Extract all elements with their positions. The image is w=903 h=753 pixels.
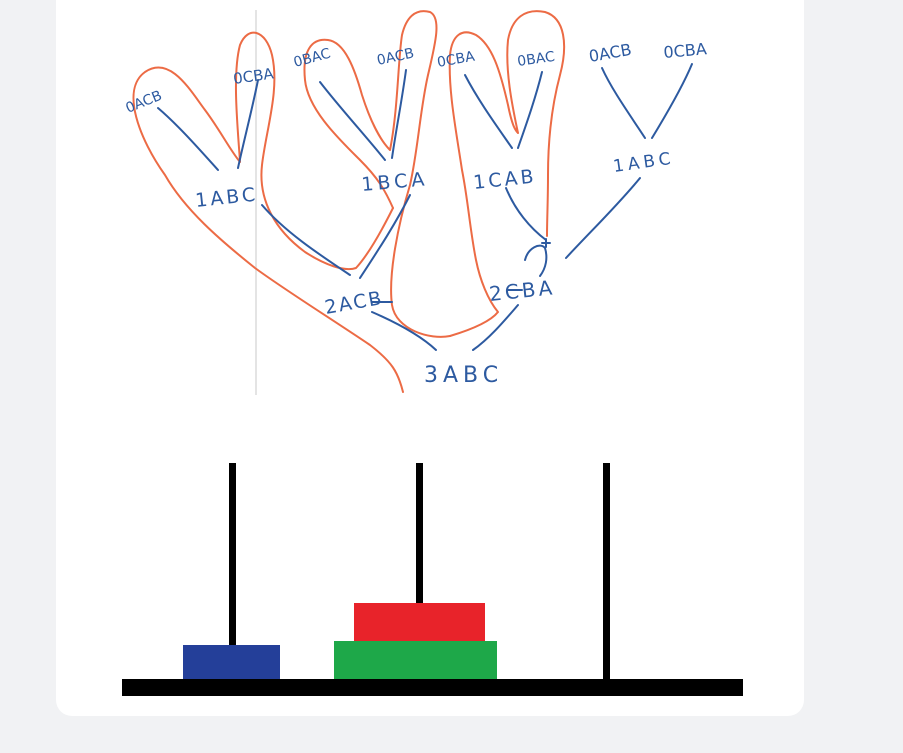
edge-3ABC-2CBA bbox=[472, 304, 519, 351]
leaf-label-2: 0CBA bbox=[232, 64, 275, 88]
leaf-label-4: 0ACB bbox=[376, 45, 416, 68]
edge-2CBA-1CAB bbox=[524, 244, 548, 277]
leaf-label-8: 0CBA bbox=[663, 39, 708, 62]
edge-2CBA-1ABC bbox=[565, 177, 641, 259]
leaf-label-5: 0CBA bbox=[436, 49, 476, 71]
traversal-outline bbox=[132, 10, 566, 393]
rod-2 bbox=[416, 463, 423, 681]
leaf-label-3: 0BAC bbox=[292, 46, 333, 71]
leaf-label-7: 0ACB bbox=[587, 40, 633, 66]
disk-medium bbox=[183, 645, 280, 681]
edge-2ACB-1ABC bbox=[261, 204, 351, 276]
edge-2ACB-1BCA bbox=[359, 194, 411, 279]
outline-middle-right bbox=[448, 10, 566, 337]
rod-1 bbox=[229, 463, 236, 681]
level2-label-2: 2CBA bbox=[488, 275, 556, 306]
edge-1BCA-0BAC bbox=[319, 81, 386, 161]
content-card bbox=[56, 0, 804, 716]
level1-label-3: 1CAB bbox=[472, 165, 537, 194]
rod-3 bbox=[603, 463, 610, 681]
edge-1CAB-0CBA bbox=[464, 74, 513, 149]
level1-label-2: 1BCA bbox=[361, 168, 430, 196]
tower-base bbox=[122, 679, 743, 696]
edge-1ABC-0ACB bbox=[157, 107, 219, 171]
edge-1ABC-0ACB-right bbox=[601, 67, 646, 139]
tower-of-hanoi bbox=[122, 463, 743, 696]
disk-large bbox=[334, 641, 497, 681]
disk-small bbox=[354, 603, 485, 641]
tree-labels: 0ACB 0CBA 0BAC 0ACB 0CBA 0BAC 0ACB 0CBA … bbox=[124, 39, 708, 388]
leaf-label-6: 0BAC bbox=[516, 49, 556, 70]
edge-1CAB-inner bbox=[505, 187, 547, 241]
tree-edges bbox=[157, 63, 693, 351]
leaf-label-1: 0ACB bbox=[124, 88, 165, 117]
edge-1ABC-0CBA bbox=[237, 79, 259, 169]
edge-1BCA-0ACB bbox=[391, 69, 407, 159]
root-label: 3ABC bbox=[424, 363, 503, 388]
edge-3ABC-2ACB bbox=[371, 311, 437, 351]
level1-label-1: 1ABC bbox=[194, 184, 259, 212]
edge-1ABC-0CBA-right bbox=[651, 63, 693, 139]
outline-middle-left bbox=[303, 10, 451, 338]
edge-1CAB-0BAC bbox=[517, 71, 543, 149]
plus-mark bbox=[541, 238, 551, 248]
outline-left-branch bbox=[132, 31, 404, 393]
level1-label-4: 1ABC bbox=[612, 149, 676, 177]
